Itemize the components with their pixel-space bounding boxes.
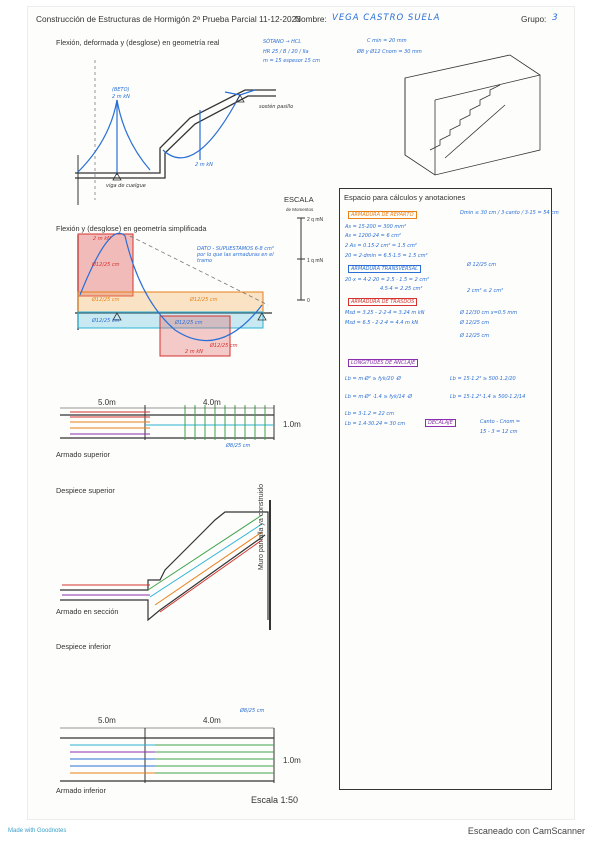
dim-height-inf: 1.0m bbox=[283, 756, 301, 765]
exam-title: Construcción de Estructuras de Hormigón … bbox=[36, 14, 301, 24]
calc-line-17: Lb = m·Ø² ·1.4 ≥ fyk/14 ·Ø bbox=[345, 394, 413, 400]
note-line-4: C min = 20 mm bbox=[367, 38, 407, 44]
escala-tick-zero: 0 bbox=[307, 298, 310, 304]
armado-superior-plan bbox=[60, 405, 275, 440]
simpl-bar-5: Ø12/25 cm bbox=[175, 320, 203, 326]
real-right-note: sostén pasillo bbox=[259, 104, 294, 110]
moment-scale-bar bbox=[297, 217, 305, 301]
goodnotes-badge: Made with Goodnotes bbox=[8, 828, 67, 834]
calc-line-19: Lb = 3·1.2 = 22 cm bbox=[345, 411, 394, 417]
real-geometry-beam bbox=[75, 60, 276, 205]
calc-line-13: Ø 12/25 cm bbox=[460, 320, 490, 326]
camscanner-label: Escaneado con CamScanner bbox=[467, 826, 585, 836]
calc-line-3: 2 As = 0.15·2 cm² = 1.5 cm² bbox=[345, 243, 417, 249]
calc-title: Espacio para cálculos y anotaciones bbox=[344, 193, 466, 202]
calc-line-20: Lb = 1.4·30.24 = 30 cm bbox=[345, 421, 406, 427]
calc-line-18: Lb = 15·1.2²·1.4 ≥ 500·1.2/14 bbox=[450, 394, 526, 400]
escala-sub: de Momentos bbox=[286, 207, 314, 212]
support-icon bbox=[112, 172, 122, 181]
calc-head-reparto: ARMADURA DE REPARTO bbox=[348, 211, 417, 219]
calc-line-11: Msd = 6.5 - 2·2·4 = 4.4 m kN bbox=[345, 320, 419, 326]
simpl-bar-4: Ø12/25 cm bbox=[92, 318, 120, 324]
section-armado-superior: Armado superior bbox=[56, 450, 110, 459]
calc-line-1: As = 15·200 = 300 mm² bbox=[345, 224, 407, 230]
section-armado-seccion: Armado en sección bbox=[56, 607, 119, 616]
escala-tick-mid: 1 q mN bbox=[307, 258, 324, 264]
calc-head-transversal: ARMADURA TRANSVERSAL bbox=[348, 265, 421, 273]
calc-dmin: Dmin ≤ 30 cm / 3·canto / 3·15 = 54 cm bbox=[460, 210, 559, 216]
calc-line-23: 15 - 3 = 12 cm bbox=[480, 429, 518, 435]
section-flexion-real: Flexión, deformada y (desglose) en geome… bbox=[56, 38, 220, 47]
stair-3d-sketch bbox=[404, 54, 541, 176]
calc-box bbox=[339, 188, 552, 790]
group-label: Grupo: bbox=[521, 14, 547, 24]
note-line-2: HR 25 / B / 20 / IIa bbox=[263, 49, 309, 55]
section-despiece-inferior: Despiece inferior bbox=[56, 642, 111, 651]
dim-left-span: 5.0m bbox=[98, 398, 116, 407]
real-moment-label: (BETO) bbox=[112, 87, 130, 93]
calc-head-trasdos: ARMADURA DE TRASDOS bbox=[348, 298, 418, 306]
real-moment-value: 2 m kN bbox=[112, 94, 130, 100]
calc-line-9: 2 cm² ≤ 2 cm² bbox=[467, 288, 504, 294]
note-line-1: SÓTANO → HCL bbox=[263, 39, 302, 45]
muro-label: Muro pantalla ya construido bbox=[258, 484, 265, 570]
dim-right-span: 4.0m bbox=[203, 398, 221, 407]
simpl-bar-6: Ø12/25 cm bbox=[210, 343, 238, 349]
scale-label: Escala 1:50 bbox=[251, 795, 299, 805]
armado-inferior-plan bbox=[60, 727, 275, 783]
real-support-note: viga de cuelgue bbox=[106, 183, 146, 189]
calc-line-5: 20·x = 4·2·20 = 2.5 · 1.5 = 2 cm² bbox=[345, 277, 429, 283]
escala-label: ESCALA bbox=[284, 195, 314, 204]
moment-block-red-bottom bbox=[159, 315, 231, 357]
calc-decalaje: DECALAJE bbox=[425, 419, 456, 427]
dim-height: 1.0m bbox=[283, 420, 301, 429]
calc-line-7: Ø 12/25 cm bbox=[467, 262, 497, 268]
name-label: Nombre: bbox=[295, 14, 327, 24]
calc-line-22: Canto - Cnom = bbox=[480, 419, 521, 425]
calc-line-14: Ø 12/25 cm bbox=[460, 333, 490, 339]
calc-line-2: As = 1200·24 = 6 cm² bbox=[345, 233, 401, 239]
simpl-bar-1: Ø12/25 cm bbox=[92, 262, 120, 268]
group-value: 3 bbox=[552, 13, 558, 23]
calc-line-16: Lb = 15·1.2² ≥ 500·1.2/20 bbox=[450, 376, 516, 382]
real-bottom-value: 2 m kN bbox=[195, 162, 213, 168]
simpl-top-value: 2 m kN bbox=[93, 236, 111, 242]
real-moment-diagram bbox=[77, 89, 256, 175]
simpl-bar-3: Ø12/25 cm bbox=[190, 297, 218, 303]
simpl-bottom-value: 2 m kN bbox=[185, 349, 203, 355]
name-value: VEGA CASTRO SUELA bbox=[332, 13, 441, 23]
simplified-moment-curve bbox=[79, 232, 263, 342]
calc-line-4: 20 = 2·dmin = 6.5·1.5 = 1.5 cm² bbox=[345, 253, 428, 259]
dim-top-bar: Ø8/25 cm bbox=[226, 443, 251, 449]
escala-tick-top: 2 q mN bbox=[307, 217, 324, 223]
calc-line-6: 4.5·4 = 2.25 cm² bbox=[380, 286, 423, 292]
scanned-sheet bbox=[27, 6, 575, 820]
section-flexion-simplificada: Flexión y (desglose) en geometría simpli… bbox=[56, 224, 207, 233]
section-armado-inferior: Armado inferior bbox=[56, 786, 106, 795]
calc-line-10: Msd = 3.25 - 2·2·4 = 3.24 m kN bbox=[345, 310, 425, 316]
dim-bot-bar: Ø8/25 cm bbox=[240, 708, 265, 714]
armado-seccion-stair bbox=[60, 500, 271, 630]
simpl-note: DATO - SUPUESTAMOS 6·8 cm² por lo que la… bbox=[197, 246, 274, 264]
note-line-3: m = 15 espesor 15 cm bbox=[263, 58, 321, 64]
calc-head-anclaje: LONGITUDES DE ANCLAJE bbox=[348, 359, 419, 367]
simpl-bar-2: Ø12/25 cm bbox=[92, 297, 120, 303]
calc-line-15: Lb = m·Ø² ≥ fyk/20 ·Ø bbox=[345, 376, 401, 382]
calc-line-12: Ø 12/30 cm x=0.5 mm bbox=[460, 310, 518, 316]
dim-left-span-inf: 5.0m bbox=[98, 716, 116, 725]
note-line-5: Ø8 y Ø12 Cnom = 30 mm bbox=[357, 49, 422, 55]
dim-right-span-inf: 4.0m bbox=[203, 716, 221, 725]
section-despiece-superior: Despiece superior bbox=[56, 486, 115, 495]
